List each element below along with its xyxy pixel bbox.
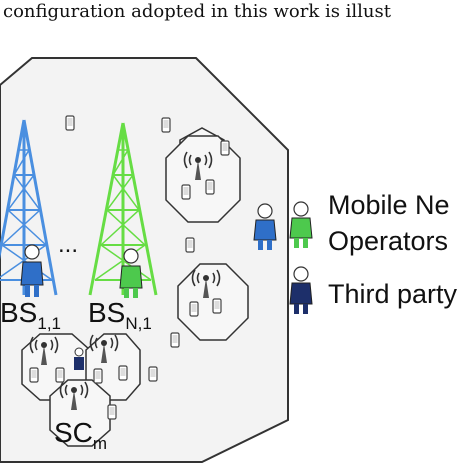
mobile-phone-icon	[55, 367, 65, 383]
mobile-phone-icon	[185, 237, 195, 253]
ellipsis-label: ...	[58, 231, 78, 258]
person-icon	[289, 266, 313, 314]
mobile-phone-icon	[220, 140, 230, 156]
mobile-phone-icon	[181, 184, 191, 200]
mobile-phone-icon	[107, 404, 117, 420]
mobile-phone-icon	[161, 117, 171, 133]
mobile-phone-icon	[212, 298, 222, 314]
sc-m-label: SCm	[54, 417, 107, 453]
mobile-phone-icon	[189, 301, 199, 317]
mobile-phone-icon	[29, 367, 39, 383]
bs-1-1-label: BS1,1	[0, 297, 61, 333]
legend-mno-line1: Mobile Ne	[328, 190, 450, 220]
person-icon	[289, 201, 313, 248]
mobile-phone-icon	[93, 368, 103, 384]
small-cell-hexagon	[49, 379, 111, 447]
legend-third-party: Third party	[328, 279, 458, 309]
mobile-phone-icon	[170, 332, 180, 348]
macro-cell-hexagon	[0, 57, 289, 463]
person-icon	[253, 203, 277, 250]
bs-n-1-label: BSN,1	[88, 297, 152, 333]
person-icon	[20, 244, 44, 297]
legend-mno-line2: Operators	[328, 226, 448, 256]
mobile-phone-icon	[118, 365, 128, 381]
mobile-phone-icon	[205, 179, 215, 195]
mobile-phone-icon	[65, 115, 75, 131]
person-icon	[74, 347, 84, 370]
mobile-phone-icon	[148, 366, 158, 382]
person-icon	[119, 248, 143, 298]
caption-text: configuration adopted in this work is il…	[3, 1, 392, 22]
